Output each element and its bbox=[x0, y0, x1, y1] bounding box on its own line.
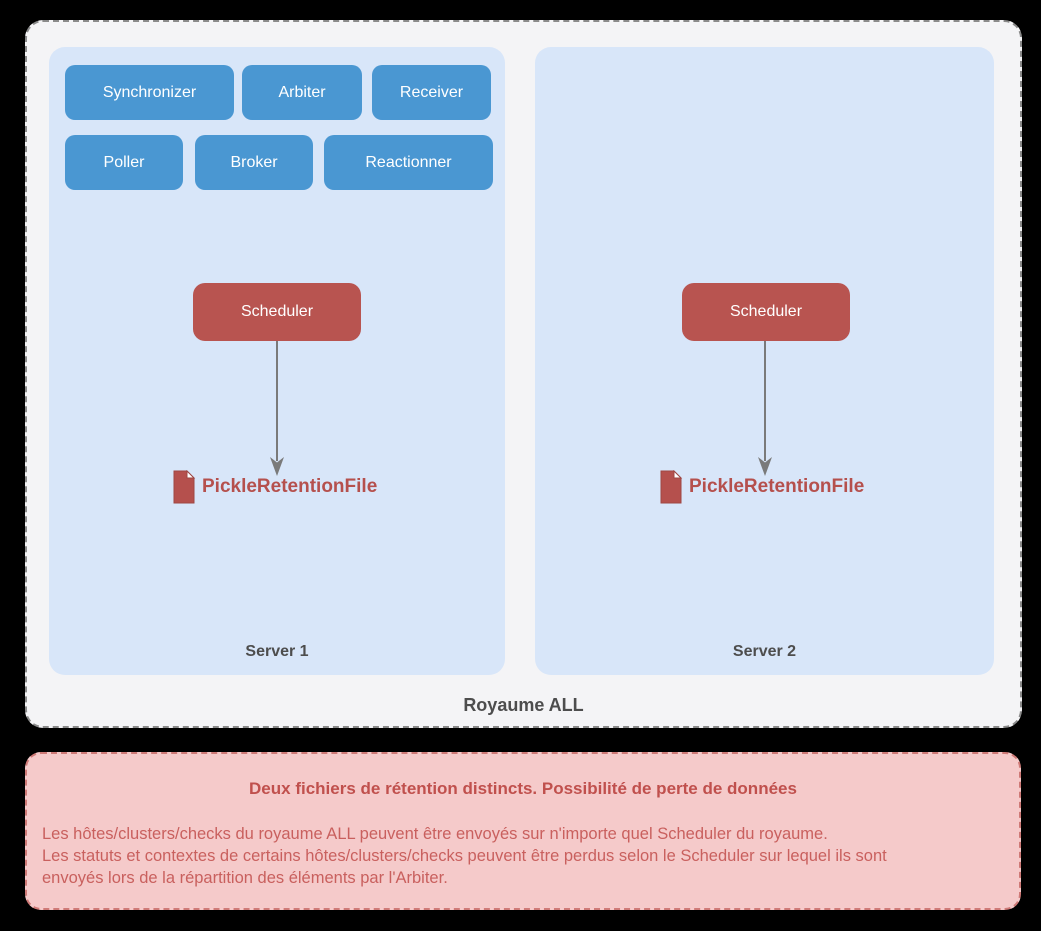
down-arrow-icon bbox=[758, 341, 772, 476]
retention-file-label: PickleRetentionFile bbox=[689, 476, 865, 497]
server-2-panel: Scheduler PickleRetentionFile Server 2 bbox=[535, 47, 994, 675]
daemon-box-arbiter: Arbiter bbox=[242, 65, 362, 120]
server-2-label: Server 2 bbox=[732, 643, 797, 660]
down-arrow-icon bbox=[270, 341, 284, 476]
warning-line: envoyés lors de la répartition des éléme… bbox=[42, 869, 448, 887]
daemon-box-poller: Poller bbox=[65, 135, 183, 190]
daemon-label: Poller bbox=[103, 153, 145, 171]
daemon-box-synchronizer: Synchronizer bbox=[65, 65, 234, 120]
warning-title: Deux fichiers de rétention distincts. Po… bbox=[249, 779, 797, 798]
retention-file-row: PickleRetentionFile bbox=[659, 470, 864, 504]
realm-container: Synchronizer Arbiter Receiver Poller Bro… bbox=[25, 20, 1022, 728]
daemon-box-receiver: Receiver bbox=[372, 65, 491, 120]
retention-file-row: PickleRetentionFile bbox=[172, 470, 377, 504]
daemon-label: Receiver bbox=[399, 83, 464, 101]
realm-label: Royaume ALL bbox=[463, 695, 584, 715]
warning-line: Les hôtes/clusters/checks du royaume ALL… bbox=[42, 825, 828, 843]
warning-line: Les statuts et contextes de certains hôt… bbox=[42, 847, 887, 865]
daemon-label: Synchronizer bbox=[102, 83, 197, 101]
server-1-label: Server 1 bbox=[245, 643, 309, 660]
scheduler-label: Scheduler bbox=[729, 303, 803, 320]
retention-file-icon bbox=[173, 470, 196, 504]
retention-file-icon bbox=[660, 470, 683, 504]
warning-box: Deux fichiers de rétention distincts. Po… bbox=[25, 752, 1021, 910]
daemon-label: Reactionner bbox=[365, 153, 452, 171]
daemon-box-broker: Broker bbox=[195, 135, 313, 190]
scheduler-box: Scheduler bbox=[682, 283, 850, 341]
server-1-panel: Synchronizer Arbiter Receiver Poller Bro… bbox=[49, 47, 505, 675]
scheduler-box: Scheduler bbox=[193, 283, 361, 341]
scheduler-label: Scheduler bbox=[240, 303, 314, 320]
daemon-label: Arbiter bbox=[278, 83, 326, 101]
daemon-label: Broker bbox=[230, 153, 278, 171]
warning-body: Les hôtes/clusters/checks du royaume ALL… bbox=[42, 823, 1004, 889]
daemon-box-reactionner: Reactionner bbox=[324, 135, 493, 190]
retention-file-label: PickleRetentionFile bbox=[202, 476, 378, 497]
